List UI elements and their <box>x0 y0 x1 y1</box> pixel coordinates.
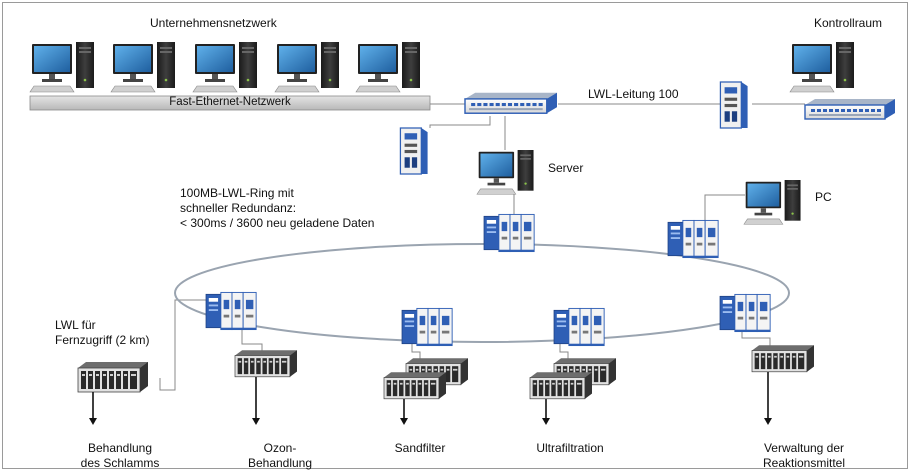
sludge-treatment-label: Behandlung des Schlamms <box>70 441 170 471</box>
ultrafiltration-label: Ultrafiltration <box>536 441 604 455</box>
server-computer-icon <box>476 149 535 195</box>
fiber-ring <box>174 243 790 343</box>
remote-line-1: LWL für <box>55 318 96 332</box>
desktop-computer-icon <box>355 41 421 93</box>
desktop-computer-icon <box>274 41 340 93</box>
plc-rack-icon <box>529 371 593 400</box>
desktop-computer-icon <box>192 41 258 93</box>
desktop-computer-icon <box>110 41 176 93</box>
central-switch-icon <box>464 92 558 114</box>
fast-ethernet-bus <box>29 95 431 111</box>
corporate-network-label: Unternehmensnetzwerk <box>150 16 277 30</box>
plc-rack-icon <box>234 349 298 378</box>
ozone-line-1: Ozon- <box>263 441 297 455</box>
sludge-line-1: Behandlung <box>87 441 153 455</box>
modular-switch-icon <box>483 213 535 253</box>
modular-switch-icon <box>401 307 453 347</box>
reagent-line-1: Verwaltung der <box>763 441 845 455</box>
reagent-line-2: Reaktionsmittel <box>762 456 846 470</box>
modular-switch-icon <box>553 307 605 347</box>
output-arrows <box>89 372 772 425</box>
control-room-switch-icon <box>804 98 896 120</box>
remote-access-label: LWL für Fernzugriff (2 km) <box>55 318 149 348</box>
pc-computer-icon <box>743 179 802 225</box>
control-room-label: Kontrollraum <box>814 16 883 30</box>
modular-switch-icon <box>205 291 257 331</box>
ozone-line-2: Behandlung <box>247 456 313 470</box>
desktop-computer-icon <box>29 41 95 93</box>
pc-label: PC <box>815 190 832 204</box>
plc-rack-icon <box>77 361 149 393</box>
ring-description: 100MB-LWL-Ring mit schneller Redundanz: … <box>180 186 374 231</box>
ozone-treatment-label: Ozon- Behandlung <box>240 441 320 471</box>
ring-line-2: schneller Redundanz: <box>180 201 297 215</box>
control-room-computer-icon <box>789 41 855 93</box>
reagent-management-label: Verwaltung der Reaktionsmittel <box>744 441 864 471</box>
plc-rack-icon <box>751 344 815 373</box>
plc-rack-icon <box>383 371 447 400</box>
controllers <box>77 344 815 400</box>
corporate-workstations <box>29 41 421 93</box>
modular-switch-icon <box>719 293 771 333</box>
ring-line-3: < 300ms / 3600 neu geladene Daten <box>180 216 375 230</box>
server-label: Server <box>548 161 584 175</box>
ring-switches <box>205 213 771 347</box>
sludge-line-2: des Schlamms <box>80 456 160 470</box>
fiber-line-label: LWL-Leitung 100 <box>588 87 679 101</box>
ring-line-1: 100MB-LWL-Ring mit <box>180 186 294 200</box>
sandfilter-label: Sandfilter <box>394 441 446 455</box>
media-converter-icon <box>399 127 429 175</box>
modular-switch-icon <box>667 219 719 259</box>
remote-line-2: Fernzugriff (2 km) <box>55 333 150 347</box>
media-converter-icon <box>719 81 749 129</box>
fast-ethernet-label: Fast-Ethernet-Netzwerk <box>169 96 291 108</box>
